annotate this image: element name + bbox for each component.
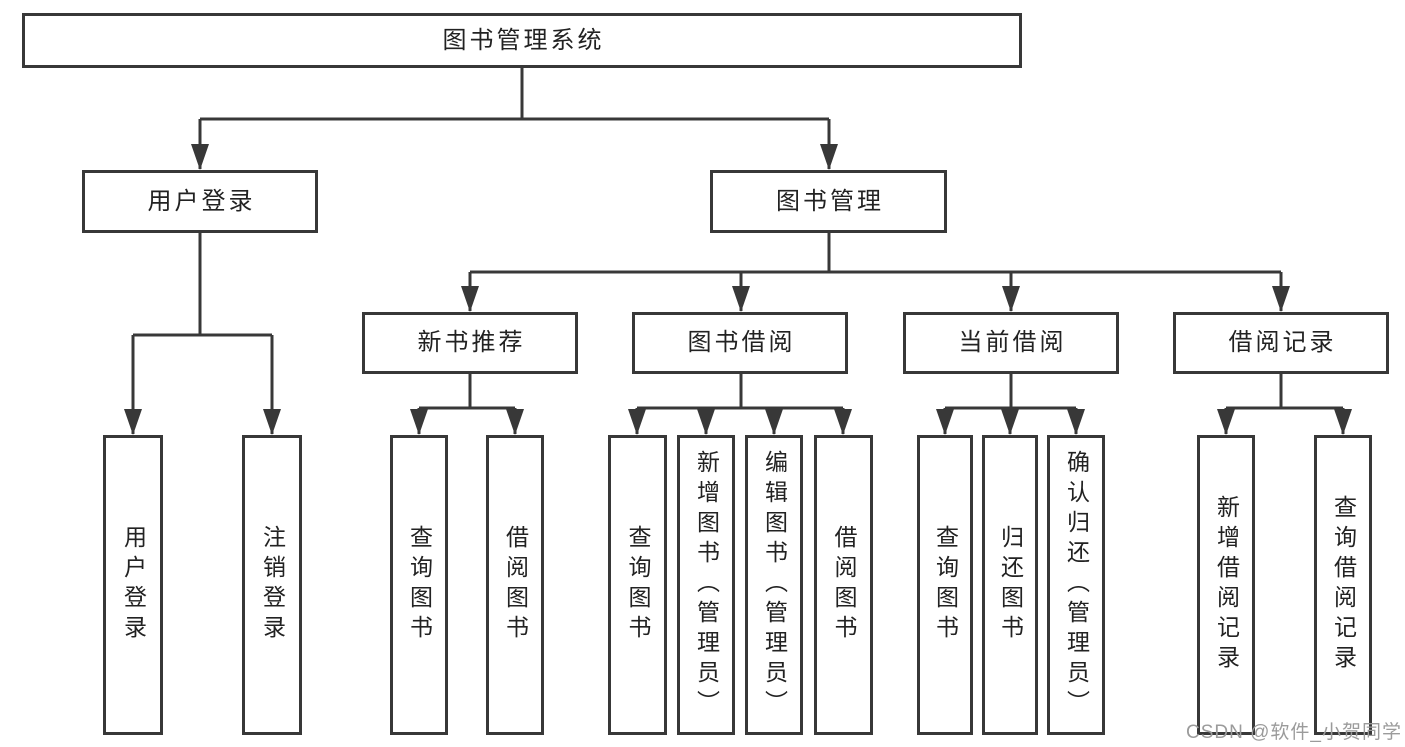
node-label: 图书管理 xyxy=(776,187,884,215)
leaf-query-books-borrow: 查询图书 xyxy=(608,435,667,735)
leaf-query-books-current: 查询图书 xyxy=(917,435,973,735)
leaf-label: 新增借阅记录 xyxy=(1213,495,1240,675)
leaf-borrow-book: 借阅图书 xyxy=(814,435,873,735)
node-borrow-records: 借阅记录 xyxy=(1173,312,1389,374)
leaf-label: 归还图书 xyxy=(997,525,1024,645)
node-label: 用户登录 xyxy=(147,187,256,215)
leaf-label: 确认归还（管理员） xyxy=(1063,450,1090,720)
node-book-management: 图书管理 xyxy=(710,170,947,233)
leaf-add-borrow-record: 新增借阅记录 xyxy=(1197,435,1255,735)
leaf-label: 新增图书（管理员） xyxy=(693,450,720,720)
node-library-system: 图书管理系统 xyxy=(22,13,1022,68)
node-user-login: 用户登录 xyxy=(82,170,318,233)
node-label: 图书借阅 xyxy=(687,329,796,356)
node-label: 图书管理系统 xyxy=(442,26,605,54)
leaf-query-books: 查询图书 xyxy=(390,435,448,735)
leaf-logout: 注销登录 xyxy=(242,435,302,735)
leaf-label: 用户登录 xyxy=(120,525,147,645)
leaf-user-login: 用户登录 xyxy=(103,435,163,735)
leaf-label: 借阅图书 xyxy=(831,525,857,645)
node-label: 借阅记录 xyxy=(1228,329,1337,356)
node-book-borrow: 图书借阅 xyxy=(632,312,848,374)
leaf-label: 借阅图书 xyxy=(502,525,529,645)
leaf-label: 注销登录 xyxy=(259,525,286,645)
leaf-label: 查询图书 xyxy=(406,525,433,645)
leaf-edit-book-admin: 编辑图书（管理员） xyxy=(745,435,803,735)
node-label: 当前借阅 xyxy=(958,329,1067,356)
leaf-label: 查询图书 xyxy=(932,525,959,645)
leaf-return-books: 归还图书 xyxy=(982,435,1038,735)
leaf-confirm-return-admin: 确认归还（管理员） xyxy=(1047,435,1105,735)
leaf-label: 查询借阅记录 xyxy=(1330,495,1357,675)
node-new-book-recommend: 新书推荐 xyxy=(362,312,578,374)
leaf-query-borrow-record: 查询借阅记录 xyxy=(1314,435,1372,735)
leaf-add-book-admin: 新增图书（管理员） xyxy=(677,435,735,735)
node-label: 新书推荐 xyxy=(417,329,526,356)
node-current-borrow: 当前借阅 xyxy=(903,312,1119,374)
leaf-label: 查询图书 xyxy=(625,525,651,645)
leaf-borrow-books: 借阅图书 xyxy=(486,435,544,735)
leaf-label: 编辑图书（管理员） xyxy=(761,450,788,720)
csdn-watermark: CSDN @软件_小贺同学 xyxy=(1186,722,1402,743)
